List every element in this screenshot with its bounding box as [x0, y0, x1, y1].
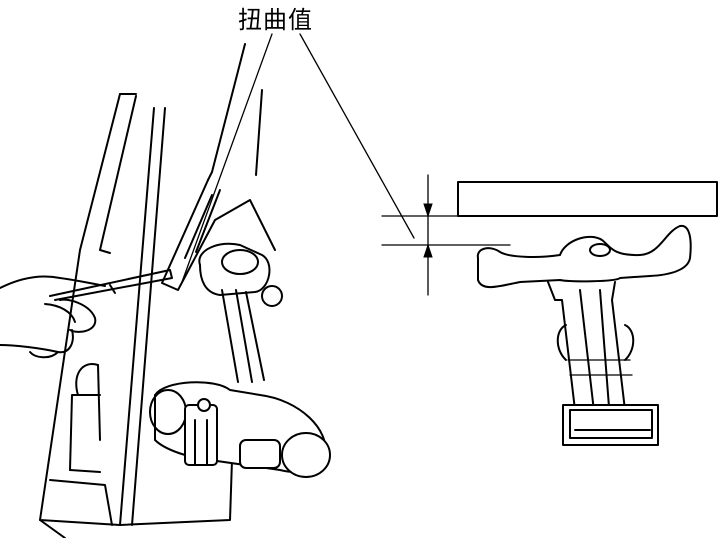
fixture-frame — [39, 43, 276, 538]
leader-lines — [181, 33, 415, 283]
twist-value-label: 扭曲值 — [238, 6, 313, 34]
measurement-dimension-arrows — [381, 174, 511, 296]
side-view-connecting-rod — [476, 224, 692, 446]
connecting-rod — [149, 242, 331, 478]
hand-holding-feeler-gauge — [0, 269, 173, 359]
reference-plate — [457, 181, 718, 217]
